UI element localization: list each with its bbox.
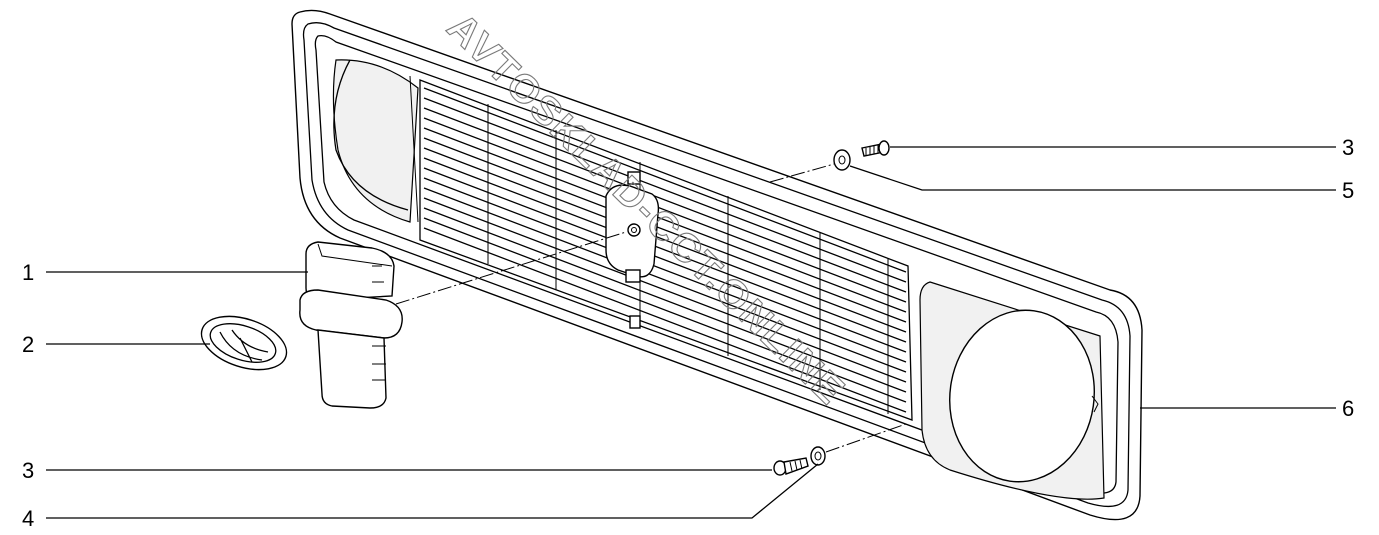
callout-1: 1	[22, 260, 34, 285]
leader-lines	[46, 146, 1336, 519]
callout-3-lower: 3	[22, 458, 34, 483]
callout-labels: 1 2 3 4 3 5 6	[22, 135, 1354, 531]
grille-slats	[423, 87, 907, 413]
callout-3-upper: 3	[1342, 135, 1354, 160]
grille-ribs	[487, 104, 889, 414]
callout-6: 6	[1342, 396, 1354, 421]
callout-2: 2	[22, 332, 34, 357]
radiator-grille	[291, 9, 1143, 521]
bottom-screw-part-3	[773, 457, 809, 476]
top-screw-part-3	[861, 140, 890, 157]
emblem-part-2	[200, 315, 288, 371]
top-washer-part-5	[833, 149, 851, 171]
callout-5: 5	[1342, 178, 1354, 203]
assembly-lines	[395, 163, 907, 453]
callout-4: 4	[22, 506, 34, 531]
bottom-washer-part-4	[810, 446, 826, 466]
badge-holder-part-1	[299, 241, 403, 409]
